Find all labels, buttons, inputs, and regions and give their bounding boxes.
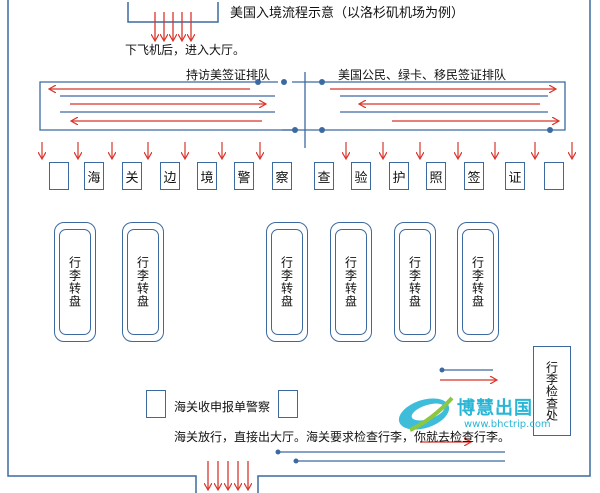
carousel-label: 行李转盘 [67,256,82,308]
baggage-inspection-box: 行李检查处 [533,346,571,436]
post-dots [255,79,553,133]
visitor-queue-label: 持访美签证排队 [186,68,271,82]
carousel-label: 行李转盘 [135,256,150,308]
booth-char: 照 [426,162,446,190]
watermark-logo-icon [398,396,454,432]
booth-char: 海 [84,162,104,190]
customs-police-label: 海关收申报单警察 [174,400,271,414]
booth-blank-right [544,162,564,190]
exit-note: 海关放行，直接出大厅。海关要求检查行李，你就去检查行李。 [174,430,511,444]
carousel-label: 行李转盘 [407,256,422,308]
exit-arrows [208,461,248,489]
inspection-lines [278,369,505,462]
booth-char: 护 [389,162,409,190]
baggage-carousel: 行李转盘 [266,222,308,342]
baggage-carousel: 行李转盘 [122,222,164,342]
watermark-text: 博慧出国 [457,398,533,419]
entry-arrows [155,12,191,40]
diagram-title: 美国入境流程示意（以洛杉矶机场为例） [230,6,465,21]
inspection-dots [275,367,445,464]
queue-arrows [50,89,558,121]
booth-char: 签 [464,162,484,190]
citizen-queue-label: 美国公民、绿卡、移民签证排队 [338,68,507,82]
inspection-label: 行李检查处 [544,361,559,421]
booth-char: 警 [234,162,254,190]
booth-char: 关 [122,162,142,190]
customs-booth-right [278,390,298,418]
inspection-arrows [420,380,496,442]
customs-booth-left [146,390,166,418]
booth-arrows [42,142,572,158]
carousel-label: 行李转盘 [279,256,294,308]
watermark: 博慧出国 www.bhctrip.com [392,390,552,440]
booth-char: 察 [272,162,292,190]
booth-char: 境 [197,162,217,190]
carousel-label: 行李转盘 [343,256,358,308]
booth-char: 查 [314,162,334,190]
baggage-carousel: 行李转盘 [54,222,96,342]
booth-char: 验 [351,162,371,190]
booth-blank-left [49,162,69,190]
baggage-carousel: 行李转盘 [330,222,372,342]
baggage-carousel: 行李转盘 [457,222,499,342]
watermark-url: www.bhctrip.com [464,419,551,430]
booth-char: 证 [505,162,525,190]
carousel-label: 行李转盘 [470,256,485,308]
baggage-carousel: 行李转盘 [394,222,436,342]
booth-char: 边 [160,162,180,190]
arrival-label: 下飞机后，进入大厅。 [125,43,246,57]
queue-barriers [39,72,566,148]
